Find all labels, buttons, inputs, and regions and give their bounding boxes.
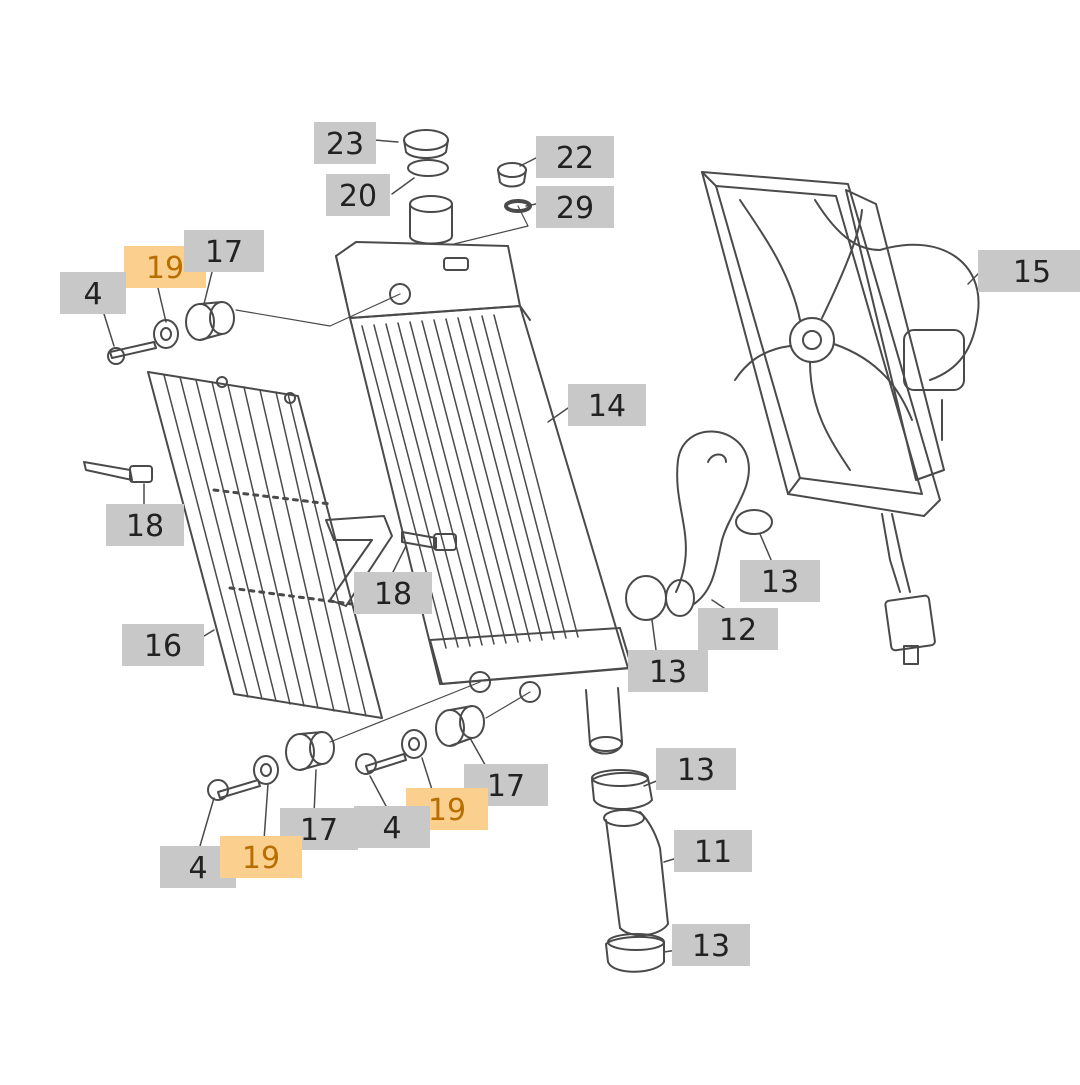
callout-number: 18	[374, 577, 412, 612]
lower-mount-hardware-left	[207, 731, 335, 801]
callout-box	[184, 230, 264, 272]
callout-17: 17	[280, 808, 358, 850]
callout-17: 17	[184, 230, 264, 272]
callout-13: 13	[628, 650, 708, 692]
callout-number: 15	[1013, 255, 1051, 290]
callout-box	[674, 830, 752, 872]
callout-number: 16	[144, 629, 182, 664]
callout-number: 14	[588, 389, 626, 424]
callout-number: 4	[83, 277, 102, 312]
callout-box	[60, 272, 126, 314]
callout-11: 11	[674, 830, 752, 872]
callout-box	[220, 836, 302, 878]
callout-number: 13	[692, 929, 730, 964]
drain-plug	[497, 162, 532, 213]
callout-19-highlighted: 19	[220, 836, 302, 878]
callout-20: 20	[326, 174, 390, 216]
radiator-cap	[403, 129, 449, 177]
callout-box	[326, 174, 390, 216]
callout-12: 12	[698, 608, 778, 650]
callout-box	[536, 186, 614, 228]
radiator-guard	[147, 371, 393, 719]
callout-box	[698, 608, 778, 650]
callout-box	[628, 650, 708, 692]
callout-box	[106, 504, 184, 546]
cooling-fan	[701, 171, 980, 665]
callout-18: 18	[354, 572, 432, 614]
callout-box	[672, 924, 750, 966]
callout-number: 23	[326, 127, 364, 162]
callout-box	[978, 250, 1080, 292]
callout-number: 4	[188, 851, 207, 886]
callout-15: 15	[978, 250, 1080, 292]
callout-box	[740, 560, 820, 602]
callout-number: 17	[205, 235, 243, 270]
callout-box	[354, 572, 432, 614]
callout-4: 4	[354, 806, 430, 848]
lower-hose	[603, 809, 669, 937]
callout-13: 13	[656, 748, 736, 790]
callout-number: 29	[556, 191, 594, 226]
callout-number: 19	[428, 793, 466, 828]
callout-number: 18	[126, 509, 164, 544]
callout-number: 4	[382, 811, 401, 846]
callout-17: 17	[464, 764, 548, 806]
callout-13: 13	[740, 560, 820, 602]
callout-number: 11	[694, 835, 732, 870]
callout-14: 14	[568, 384, 646, 426]
callout-box	[656, 748, 736, 790]
hose-clamps	[591, 509, 773, 973]
lower-mount-hardware-right	[355, 705, 485, 775]
callout-16: 16	[122, 624, 204, 666]
callout-number: 19	[146, 251, 184, 286]
callout-23: 23	[314, 122, 376, 164]
callout-number: 20	[339, 179, 377, 214]
callout-box	[536, 136, 614, 178]
callout-number: 13	[677, 753, 715, 788]
callout-box	[354, 806, 430, 848]
callout-box	[568, 384, 646, 426]
callout-22: 22	[536, 136, 614, 178]
radiator	[335, 195, 633, 755]
callout-number: 13	[649, 655, 687, 690]
rivet-pins	[83, 461, 457, 551]
callout-box	[314, 122, 376, 164]
callout-4: 4	[60, 272, 126, 314]
callout-13: 13	[672, 924, 750, 966]
callout-number: 12	[719, 613, 757, 648]
callout-number: 13	[761, 565, 799, 600]
assembly-guide-lines	[235, 205, 531, 743]
callout-number: 17	[300, 813, 338, 848]
callout-number: 22	[556, 141, 594, 176]
callout-number: 17	[487, 769, 525, 804]
upper-mount-hardware	[107, 301, 235, 365]
callout-18: 18	[106, 504, 184, 546]
callout-29: 29	[536, 186, 614, 228]
callout-number: 19	[242, 841, 280, 876]
callout-box	[122, 624, 204, 666]
